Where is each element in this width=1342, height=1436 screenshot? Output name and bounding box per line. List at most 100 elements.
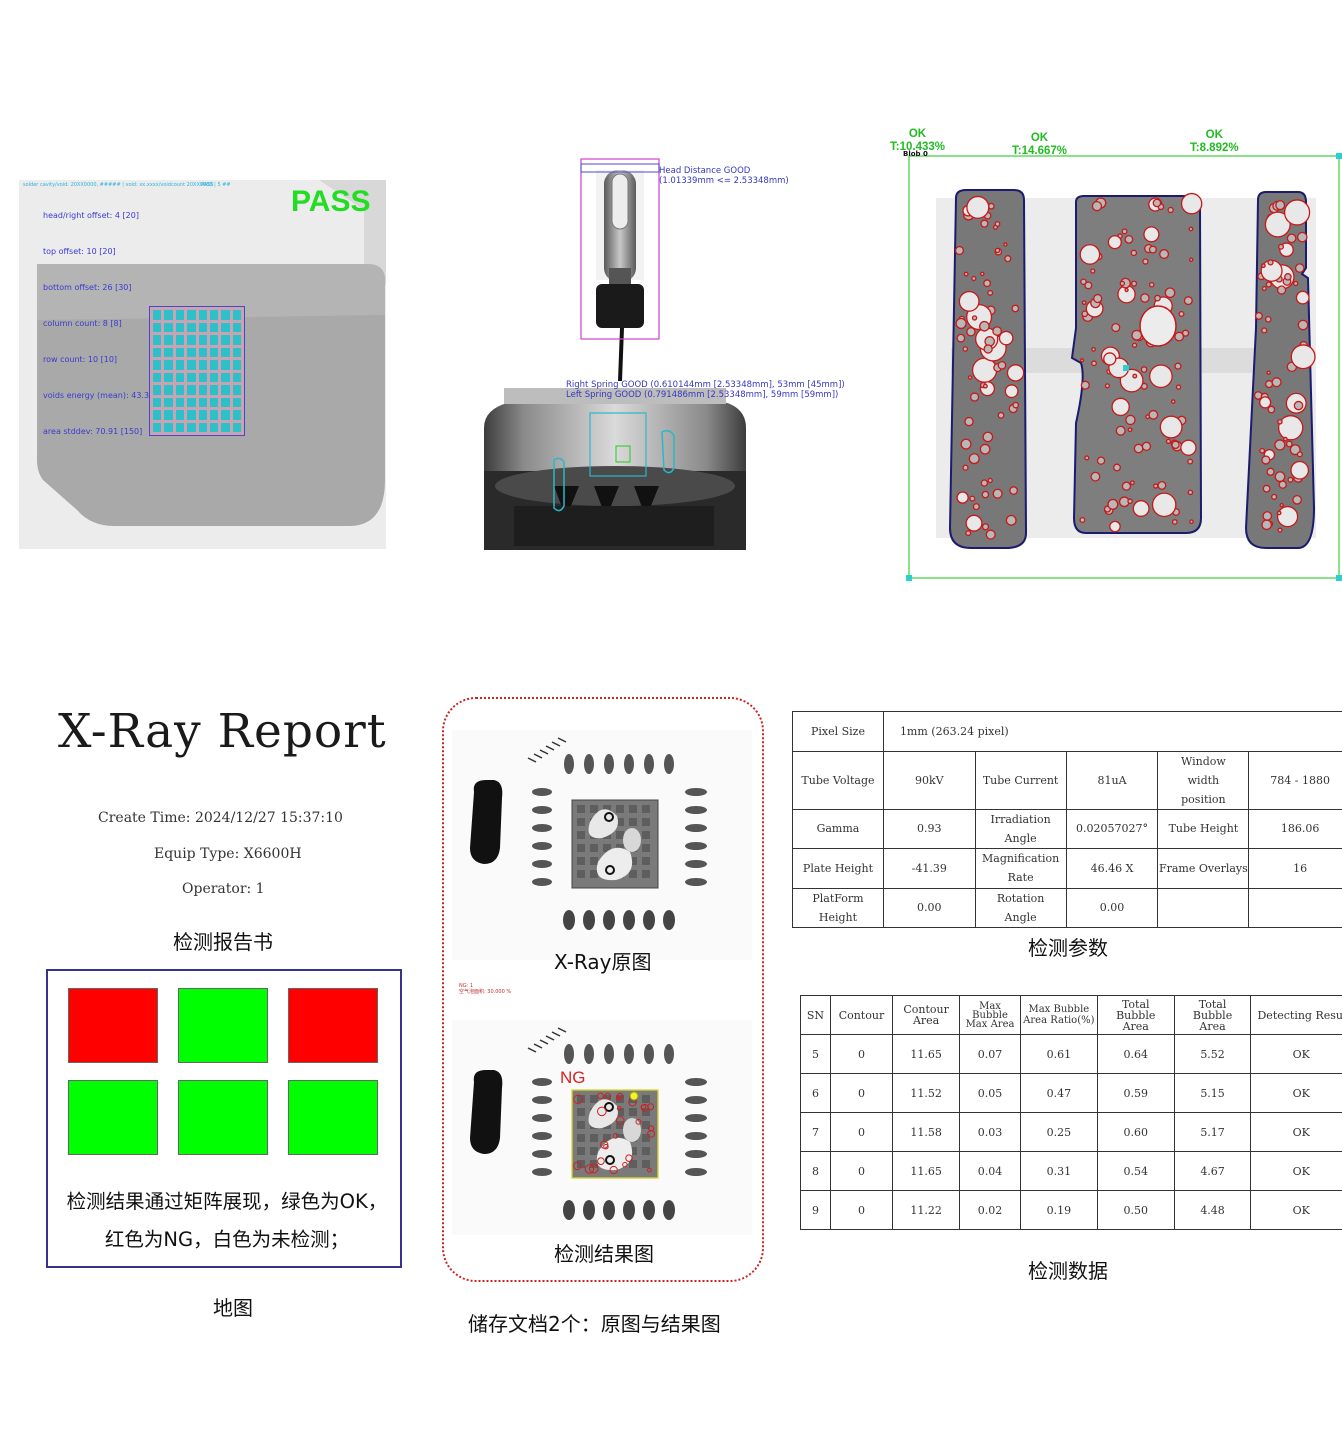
table-cell: 0.25	[1019, 1112, 1098, 1152]
solder-ball	[232, 347, 241, 357]
void-mark	[1012, 401, 1020, 409]
void-mark	[1261, 285, 1267, 292]
map-cell[interactable]	[178, 988, 268, 1063]
void-mark	[956, 491, 969, 504]
map-cell[interactable]	[68, 988, 158, 1063]
void-mark	[1290, 344, 1316, 370]
table-cell: 11.65	[892, 1034, 961, 1074]
solder-ball	[164, 422, 173, 432]
chip-shape	[642, 818, 650, 826]
solder-ball	[153, 310, 162, 320]
chip-shape	[685, 824, 707, 832]
solder-ball	[153, 385, 162, 395]
map-cell[interactable]	[288, 988, 378, 1063]
solder-ball	[198, 397, 207, 407]
void-mark	[1127, 427, 1133, 433]
void-mark	[971, 275, 977, 282]
void-mark	[992, 224, 998, 230]
table-cell: OK	[1250, 1151, 1342, 1191]
map-cell[interactable]	[288, 1080, 378, 1155]
solder-ball	[175, 322, 185, 332]
solder-ball	[175, 410, 185, 420]
chip-shape	[616, 1105, 622, 1112]
column-header: Contour	[829, 995, 894, 1035]
void-mark	[964, 416, 974, 427]
void-mark	[971, 357, 998, 383]
void-mark	[982, 383, 988, 389]
chip-shape	[564, 754, 574, 774]
chip-shape	[532, 1096, 552, 1104]
table-cell: 11.52	[892, 1073, 961, 1113]
solder-ball	[209, 335, 219, 345]
table-header-row: SN Contour Contour Area Max Bubble Max A…	[800, 995, 1342, 1035]
solder-ball	[187, 322, 196, 332]
result-xray-image[interactable]	[452, 1020, 752, 1235]
result-label-right: OK T:8.892%	[1190, 129, 1239, 155]
void-mark	[1111, 397, 1130, 417]
void-mark	[1167, 206, 1174, 214]
void-mark	[1187, 489, 1194, 496]
solder-ball	[187, 397, 196, 407]
solder-ball	[153, 410, 162, 420]
chip-shape	[685, 788, 707, 796]
solder-ball	[209, 385, 219, 395]
spring-inspection-panel: Head Distance GOOD (1.01339mm <= 2.53348…	[484, 156, 864, 550]
table-cell: 0.04	[959, 1151, 1021, 1191]
void-mark	[979, 443, 991, 455]
void-mark	[1278, 243, 1285, 250]
map-cell[interactable]	[178, 1080, 268, 1155]
chip-shape	[625, 1154, 633, 1162]
chip-shape	[643, 1200, 655, 1220]
void-mark	[1188, 257, 1194, 262]
original-xray-image[interactable]	[452, 730, 752, 960]
void-mark	[1149, 364, 1173, 389]
table-cell: 7	[800, 1112, 831, 1152]
table-cell: 0.02	[959, 1190, 1021, 1230]
param-value: 0.02057027°	[1065, 808, 1159, 849]
void-mark	[971, 315, 978, 321]
void-mark	[1261, 455, 1271, 465]
chip-shape	[577, 1147, 585, 1155]
void-mark	[1143, 226, 1160, 243]
solder-ball	[209, 360, 219, 370]
table-cell: 0.54	[1096, 1151, 1175, 1191]
void-mark	[1183, 296, 1193, 306]
solder-ball	[198, 310, 207, 320]
void-mark	[1104, 383, 1110, 389]
void-mark	[997, 411, 1005, 419]
chip-shape	[532, 1132, 552, 1140]
chip-shape	[647, 1103, 655, 1111]
void-mark	[1090, 268, 1096, 274]
table-cell: 11.65	[892, 1151, 961, 1191]
void-mark	[1286, 233, 1297, 244]
chip-shape	[604, 754, 614, 774]
void-mark	[1266, 370, 1271, 375]
chip-shape	[533, 753, 543, 759]
metric-line: bottom offset: 26 [30]	[43, 283, 132, 292]
chip-shape	[642, 1134, 650, 1142]
solder-ball	[209, 347, 219, 357]
table-cell: 0	[829, 1190, 894, 1230]
table-cell: 9	[800, 1190, 831, 1230]
mini-text-line: NG: 1	[459, 983, 474, 989]
solder-ball	[221, 335, 230, 345]
chip-shape	[545, 745, 555, 751]
param-name: Rotation Angle	[974, 887, 1067, 928]
chip-shape	[615, 1116, 625, 1125]
chip-shape	[685, 1150, 707, 1158]
void-mark	[1261, 519, 1272, 531]
map-cell[interactable]	[68, 1080, 158, 1155]
chip-shape	[532, 878, 552, 886]
chip-shape	[545, 1035, 555, 1041]
solder-ball-grid	[149, 306, 245, 436]
chip-shape	[532, 1150, 552, 1158]
void-mark	[1152, 198, 1162, 208]
table-cell: 5.17	[1173, 1112, 1252, 1152]
param-name: Tube Current	[974, 750, 1067, 810]
void-mark	[1152, 483, 1159, 489]
table-cell: 6	[800, 1073, 831, 1113]
chip-shape	[629, 1147, 637, 1155]
result-status: OK	[908, 128, 927, 140]
solder-ball	[153, 322, 162, 332]
chip-shape	[615, 1095, 622, 1101]
